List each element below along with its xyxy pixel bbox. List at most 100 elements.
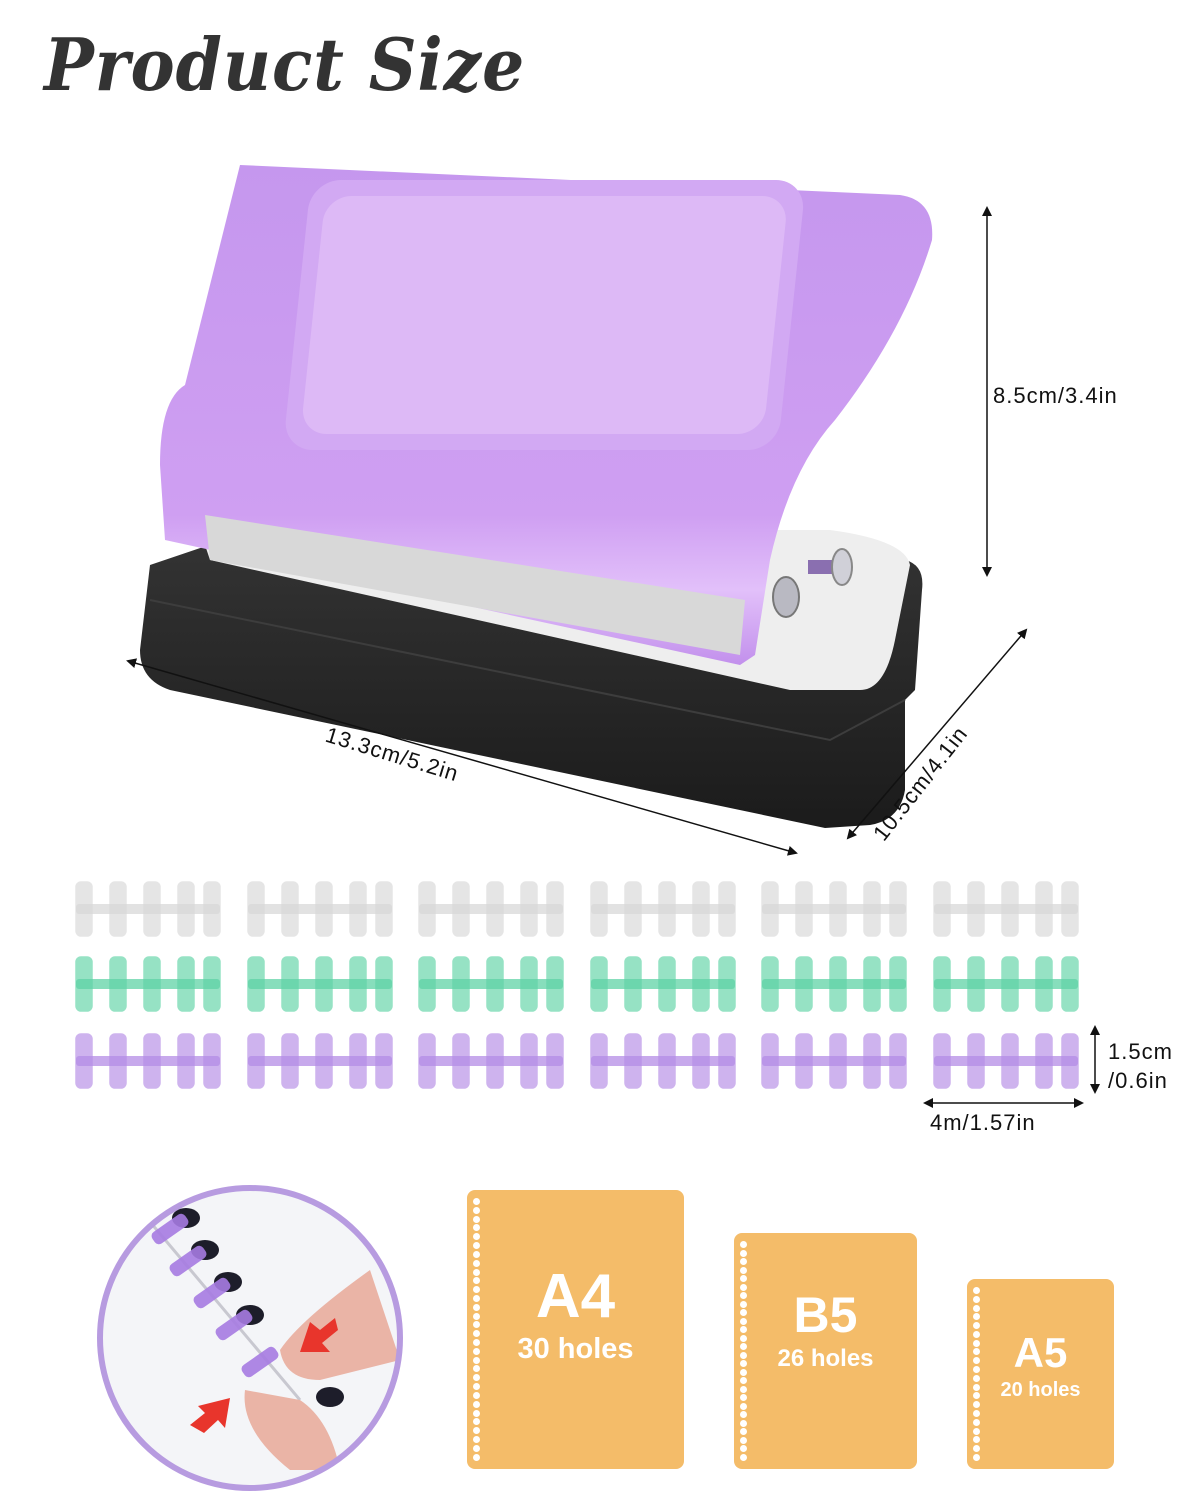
hole-dot xyxy=(973,1304,980,1312)
hole-dot xyxy=(740,1249,747,1257)
hole-dot xyxy=(973,1322,980,1330)
hole-dot xyxy=(740,1283,747,1291)
hole-dot xyxy=(473,1312,480,1320)
binder-ring-strip xyxy=(418,881,564,937)
ring-row-purple xyxy=(72,1032,1082,1090)
hole-dot xyxy=(473,1198,480,1205)
ring-row-green xyxy=(72,955,1082,1013)
paper-holes-label: 26 holes xyxy=(777,1345,874,1372)
binder-ring-strip xyxy=(246,881,393,937)
page-title: Product Size xyxy=(44,22,526,107)
paper-card-a4: A4 30 holes xyxy=(467,1190,684,1469)
hole-dot xyxy=(740,1351,747,1359)
hole-dot xyxy=(473,1427,480,1435)
hole-dot xyxy=(740,1326,747,1334)
hole-dot xyxy=(473,1347,480,1355)
paper-size-label: A5 xyxy=(1013,1329,1068,1376)
hole-dot xyxy=(973,1427,980,1435)
binder-ring-strip xyxy=(761,956,908,1012)
binder-ring-strip xyxy=(246,1033,393,1089)
hole-dot xyxy=(740,1436,747,1444)
hole-dot xyxy=(973,1348,980,1356)
usage-image xyxy=(97,1185,403,1491)
hole-column xyxy=(740,1241,748,1461)
hole-dot xyxy=(973,1392,980,1400)
hole-dot xyxy=(740,1385,747,1393)
binder-ring-strip xyxy=(246,956,393,1012)
binder-ring-strip xyxy=(761,881,908,937)
hole-dot xyxy=(740,1360,747,1368)
hole-dot xyxy=(473,1453,480,1461)
hole-dot xyxy=(740,1241,747,1248)
hole-dot xyxy=(473,1400,480,1408)
paper-card-a5: A5 20 holes xyxy=(967,1279,1114,1469)
hole-dot xyxy=(473,1250,480,1258)
hole-dot xyxy=(740,1419,747,1427)
hole-dot xyxy=(473,1418,480,1426)
hole-dot xyxy=(473,1242,480,1250)
hole-dot xyxy=(740,1309,747,1317)
hole-dot xyxy=(473,1286,480,1294)
binder-ring-strip xyxy=(75,956,221,1012)
hole-dot xyxy=(740,1368,747,1376)
hole-dot xyxy=(473,1233,480,1241)
hole-dot xyxy=(740,1445,747,1453)
binder-ring-strip xyxy=(590,1033,736,1089)
hole-dot xyxy=(473,1268,480,1276)
binder-ring-strip xyxy=(75,1033,221,1089)
hole-dot xyxy=(740,1394,747,1402)
hole-dot xyxy=(740,1258,747,1266)
hole-dot xyxy=(740,1402,747,1410)
hole-dot xyxy=(473,1356,480,1364)
hole-dot xyxy=(740,1317,747,1325)
binder-ring-strip xyxy=(590,956,736,1012)
paper-holes-label: 20 holes xyxy=(1000,1379,1081,1401)
hole-dot xyxy=(973,1330,980,1338)
hole-dot xyxy=(740,1275,747,1283)
ring-height-cm: 1.5cm xyxy=(1108,1039,1173,1064)
hole-dot xyxy=(973,1436,980,1444)
hole-dot xyxy=(973,1287,980,1294)
ring-row-clear xyxy=(72,880,1082,938)
hole-dot xyxy=(973,1383,980,1391)
hole-dot xyxy=(740,1453,747,1461)
hole-dot xyxy=(973,1453,980,1461)
hole-dot xyxy=(973,1366,980,1374)
binder-ring-strip xyxy=(933,956,1079,1012)
hole-dot xyxy=(473,1383,480,1391)
ring-width-label: 4m/1.57in xyxy=(930,1110,1036,1135)
paper-card-b5: B5 26 holes xyxy=(734,1233,917,1469)
hole-column xyxy=(473,1198,481,1461)
depth-arrow xyxy=(846,628,1028,840)
hole-dot xyxy=(473,1259,480,1267)
hole-dot xyxy=(740,1428,747,1436)
hole-dot xyxy=(473,1321,480,1329)
hole-dot xyxy=(473,1294,480,1302)
hole-dot xyxy=(973,1445,980,1453)
ring-height-in: /0.6in xyxy=(1108,1068,1168,1093)
binder-ring-strip xyxy=(75,881,221,937)
hole-dot xyxy=(473,1224,480,1232)
hole-dot xyxy=(973,1401,980,1409)
hole-dot xyxy=(473,1339,480,1346)
hole-dot xyxy=(473,1215,480,1223)
width-arrow xyxy=(126,658,798,856)
hole-dot xyxy=(973,1313,980,1321)
hole-dot xyxy=(473,1391,480,1399)
hole-dot xyxy=(740,1300,747,1308)
binder-ring-strip xyxy=(933,881,1079,937)
hole-dot xyxy=(973,1418,980,1426)
punch-lid xyxy=(160,165,933,665)
hole-dot xyxy=(473,1365,480,1373)
hole-dot xyxy=(740,1334,747,1342)
hole-dot xyxy=(473,1374,480,1382)
paper-size-label: B5 xyxy=(793,1287,858,1343)
hole-dot xyxy=(473,1435,480,1443)
hole-dot xyxy=(973,1374,980,1382)
ring-height-label: 1.5cm /0.6in xyxy=(1108,1037,1173,1095)
binder-ring-strip xyxy=(418,1033,564,1089)
hole-dot xyxy=(473,1409,480,1417)
binder-ring-strip xyxy=(590,881,736,937)
hole-dot xyxy=(473,1303,480,1311)
